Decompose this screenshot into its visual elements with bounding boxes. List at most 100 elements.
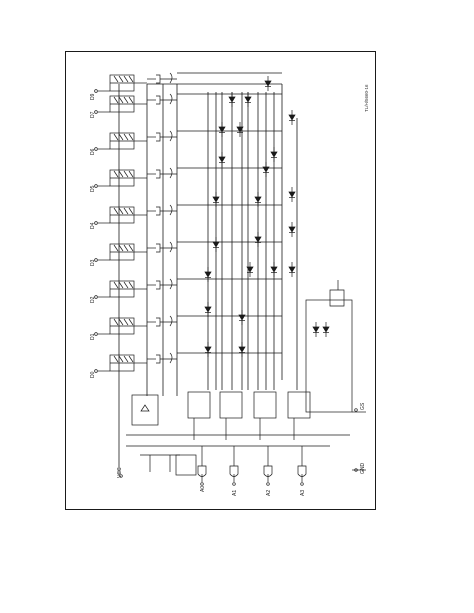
buffer bbox=[156, 206, 161, 216]
emitter bbox=[123, 355, 129, 363]
pin-label-gnd: GND bbox=[360, 463, 366, 475]
diode-body bbox=[140, 404, 150, 412]
output-buffer bbox=[197, 465, 207, 477]
output-pin-circle bbox=[266, 482, 270, 486]
emitter bbox=[118, 207, 124, 215]
diode bbox=[212, 192, 220, 207]
emitter bbox=[123, 281, 129, 289]
diode bbox=[262, 162, 270, 177]
gnd-pin-circle bbox=[354, 468, 358, 472]
wiring bbox=[118, 83, 298, 475]
buffer bbox=[156, 243, 161, 253]
output-stage bbox=[187, 391, 211, 486]
output-stage bbox=[219, 391, 243, 486]
diode bbox=[238, 310, 246, 325]
emitter bbox=[123, 207, 129, 215]
diode bbox=[246, 262, 254, 277]
output-driver bbox=[187, 391, 211, 419]
input-stage bbox=[94, 278, 282, 299]
pin-label-d6: D6 bbox=[90, 148, 96, 155]
output-pin-circle bbox=[300, 482, 304, 486]
emitter bbox=[123, 244, 129, 252]
diode bbox=[218, 152, 226, 167]
gate-curve bbox=[169, 315, 173, 327]
input-stage bbox=[94, 315, 282, 336]
pin-label-d2: D2 bbox=[90, 296, 96, 303]
output-buffer bbox=[263, 465, 273, 477]
diode-body bbox=[204, 306, 212, 313]
emitter bbox=[113, 244, 119, 252]
emitter bbox=[128, 96, 134, 104]
buffer bbox=[156, 317, 161, 327]
emitter bbox=[118, 133, 124, 141]
output-stage bbox=[287, 391, 311, 486]
gs-gate bbox=[329, 289, 345, 307]
diode bbox=[236, 122, 244, 137]
pin-label-d9: D9 bbox=[90, 93, 96, 100]
pin-label-a1: A1 bbox=[232, 490, 238, 496]
emitter bbox=[113, 355, 119, 363]
emitter bbox=[113, 170, 119, 178]
emitter bbox=[113, 75, 119, 83]
input-pin-circle bbox=[94, 332, 98, 336]
pin-labels: D0 D1 D2 D3 D4 D5 D6 D7 D8 D9 VCC GND GS… bbox=[90, 84, 369, 496]
gate-curve bbox=[169, 278, 173, 290]
pin-label-d4: D4 bbox=[90, 222, 96, 229]
emitter bbox=[128, 170, 134, 178]
emitter bbox=[128, 133, 134, 141]
diode-body bbox=[270, 266, 278, 273]
diode-body bbox=[288, 226, 296, 233]
figure-reference: TL/H/5660-16 bbox=[364, 84, 369, 112]
pin-label-d5: D5 bbox=[90, 185, 96, 192]
pin-label-d3: D3 bbox=[90, 259, 96, 266]
diode-matrix bbox=[204, 76, 330, 357]
pin-label-vcc: VCC bbox=[117, 467, 123, 478]
output-driver bbox=[287, 391, 311, 419]
diode-body bbox=[254, 236, 262, 243]
diode bbox=[288, 222, 296, 237]
diode bbox=[204, 342, 212, 357]
diode bbox=[218, 122, 226, 137]
emitter bbox=[118, 96, 124, 104]
input-pin-circle bbox=[94, 369, 98, 373]
diode bbox=[244, 92, 252, 107]
diode-body bbox=[288, 191, 296, 198]
diode bbox=[228, 92, 236, 107]
emitter bbox=[128, 207, 134, 215]
emitter bbox=[128, 355, 134, 363]
diode-body bbox=[264, 80, 272, 87]
output-driver bbox=[253, 391, 277, 419]
decoder-block bbox=[175, 454, 197, 476]
input-pin-circle bbox=[94, 89, 98, 93]
input-stage bbox=[94, 72, 282, 93]
buffer bbox=[156, 169, 161, 179]
buffer bbox=[156, 74, 161, 84]
gs-output-block bbox=[305, 299, 353, 413]
diode-body bbox=[212, 196, 220, 203]
diode-body bbox=[244, 96, 252, 103]
gate-curve bbox=[169, 130, 173, 142]
diode bbox=[204, 267, 212, 282]
emitter bbox=[128, 244, 134, 252]
pin-label-a3: A3 bbox=[300, 490, 306, 496]
emitter bbox=[123, 75, 129, 83]
diode bbox=[254, 192, 262, 207]
emitter bbox=[128, 75, 134, 83]
emitter bbox=[123, 96, 129, 104]
gate-curve bbox=[169, 204, 173, 216]
diode-body bbox=[254, 196, 262, 203]
gate-curve bbox=[169, 72, 173, 84]
output-pin-circle bbox=[232, 482, 236, 486]
input-pin-circle bbox=[94, 258, 98, 262]
output-buffer bbox=[229, 465, 239, 477]
diode bbox=[212, 237, 220, 252]
vcc-pin-circle bbox=[119, 474, 123, 478]
diode-body bbox=[238, 346, 246, 353]
diode-body bbox=[218, 156, 226, 163]
emitter bbox=[118, 318, 124, 326]
output-section bbox=[119, 280, 366, 486]
emitter bbox=[123, 170, 129, 178]
diode-body bbox=[288, 266, 296, 273]
emitter bbox=[118, 170, 124, 178]
diode bbox=[270, 262, 278, 277]
